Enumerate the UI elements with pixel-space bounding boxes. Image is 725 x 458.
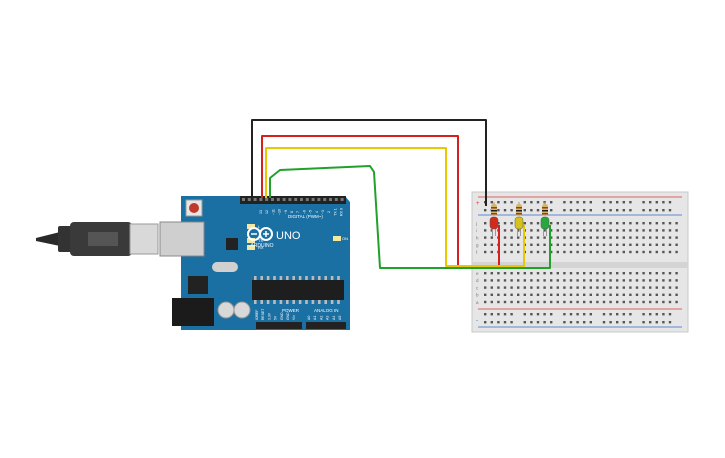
- red-led-wire[interactable]: [261, 135, 500, 267]
- on-label: ON: [342, 236, 348, 241]
- power-pin-label: GND: [280, 312, 284, 320]
- header-pin[interactable]: [311, 198, 315, 201]
- digital-pin-label: ~9: [284, 210, 288, 214]
- digital-pin-label: ~3: [321, 210, 325, 214]
- header-pin[interactable]: [242, 198, 245, 201]
- usb-port: [159, 221, 205, 257]
- yellow-led-wire[interactable]: [265, 147, 525, 267]
- digital-pin-label: RX 0: [340, 208, 344, 216]
- power-pin-label: GND: [286, 312, 290, 320]
- resistor[interactable]: [491, 202, 497, 216]
- analog-pin-label: A0: [307, 316, 311, 320]
- analog-header: [306, 322, 346, 329]
- digital-pin-label: 4: [315, 211, 319, 213]
- row-letter: g: [476, 243, 479, 248]
- model-label: UNO: [276, 230, 301, 242]
- power-pin-label: Vin: [292, 315, 296, 320]
- header-pin[interactable]: [323, 198, 327, 201]
- header-pin[interactable]: [247, 198, 251, 201]
- row-letter: a: [476, 300, 479, 305]
- row-letter: f: [476, 250, 478, 255]
- analog-pin-label: A5: [338, 316, 342, 320]
- header-pin[interactable]: [265, 198, 269, 201]
- header-pin[interactable]: [294, 198, 298, 201]
- analog-pin-label: A4: [332, 316, 336, 320]
- green-led[interactable]: [540, 216, 550, 236]
- power-label: POWER: [282, 308, 300, 313]
- header-pin[interactable]: [305, 198, 309, 201]
- arduino-logo-icon: [247, 227, 273, 241]
- l-label: L: [258, 224, 261, 229]
- usb-cable[interactable]: [36, 222, 159, 256]
- digital-pin-label: 8: [290, 211, 294, 213]
- row-letter: j: [475, 221, 477, 226]
- rail-plus-label: +: [476, 201, 480, 207]
- row-letter: e: [476, 271, 479, 276]
- header-pin[interactable]: [271, 198, 274, 201]
- resistor[interactable]: [516, 202, 522, 216]
- analog-pin-label: A3: [326, 316, 330, 320]
- resistor[interactable]: [542, 202, 548, 216]
- digital-pin-label: TX 1: [333, 208, 337, 216]
- header-pin[interactable]: [300, 198, 303, 201]
- atmega-chip: [252, 280, 344, 300]
- digital-header: [240, 196, 346, 204]
- digital-pin-label: 7: [296, 211, 300, 213]
- header-pin[interactable]: [282, 198, 286, 201]
- digital-pin-label: 2: [327, 211, 331, 213]
- digital-pin-label: 12: [265, 210, 269, 214]
- row-letter: h: [476, 235, 479, 240]
- brand-label: ARDUINO: [250, 243, 273, 249]
- power-pin-label: RESET: [261, 309, 265, 320]
- tx-label: TX: [258, 238, 263, 243]
- reset-button[interactable]: [189, 203, 199, 213]
- gnd-wire[interactable]: [251, 119, 487, 206]
- green-led-wire[interactable]: [269, 165, 551, 269]
- digital-pin-label: ~10: [278, 209, 282, 215]
- power-pin-label: IOREF: [255, 310, 259, 320]
- analog-pin-label: A1: [313, 316, 317, 320]
- row-letter: c: [476, 285, 479, 290]
- crystal: [212, 262, 238, 272]
- header-pin[interactable]: [276, 198, 280, 201]
- header-pin[interactable]: [259, 198, 263, 201]
- analog-pin-label: A2: [319, 316, 323, 320]
- red-led[interactable]: [489, 216, 499, 236]
- header-pin[interactable]: [334, 198, 338, 201]
- header-pin[interactable]: [317, 198, 321, 201]
- power-jack: [172, 298, 214, 326]
- digital-label: DIGITAL (PWM~): [288, 214, 323, 219]
- power-pin-label: 3.3V: [267, 312, 271, 320]
- digital-pin-label: ~11: [271, 209, 275, 215]
- header-pin[interactable]: [340, 198, 344, 201]
- row-letter: i: [476, 228, 477, 233]
- yellow-led[interactable]: [514, 216, 524, 236]
- header-pin[interactable]: [329, 198, 332, 201]
- power-header: [256, 322, 302, 329]
- header-pin[interactable]: [288, 198, 292, 201]
- analog-label: ANALOG IN: [314, 308, 339, 313]
- rail-minus-label: -: [476, 318, 478, 324]
- row-letter: b: [476, 293, 479, 298]
- digital-pin-label: ~5: [309, 210, 313, 214]
- power-pin-label: 5V: [274, 315, 278, 320]
- rx-label: RX: [258, 245, 264, 250]
- header-pin[interactable]: [253, 198, 257, 201]
- row-letter: d: [476, 278, 479, 283]
- digital-pin-label: 13: [259, 210, 263, 214]
- digital-pin-label: ~6: [302, 210, 306, 214]
